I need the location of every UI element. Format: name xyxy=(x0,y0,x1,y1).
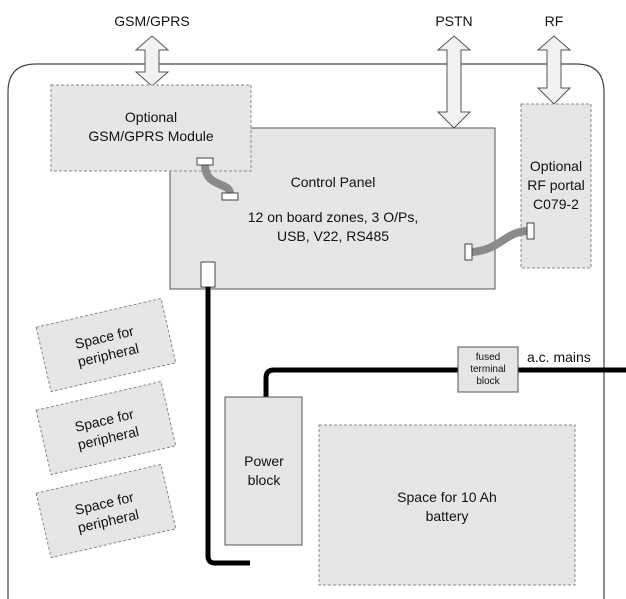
peripheral-space-1: Space for peripheral xyxy=(35,297,177,393)
rf-portal-line1: Optional xyxy=(530,158,582,174)
peripheral-space-2: Space for peripheral xyxy=(35,380,177,476)
gsm-gprs-label: GSM/GPRS xyxy=(114,13,189,29)
terminal-block-line3: block xyxy=(476,376,500,387)
rf-portal-line2: RF portal xyxy=(527,177,585,193)
rf-ribbon-cable xyxy=(464,222,535,261)
gsm-module-line2: GSM/GPRS Module xyxy=(88,128,213,144)
control-panel-features-line2: USB, V22, RS485 xyxy=(277,228,389,244)
gsm-gprs-double-arrow xyxy=(134,35,170,87)
mains-cable xyxy=(263,367,626,398)
peripheral-space-3: Space for peripheral xyxy=(35,463,177,559)
rf-portal-box xyxy=(520,103,592,269)
battery-space-box xyxy=(318,424,576,586)
fused-terminal-block xyxy=(457,346,519,393)
gsm-module-line1: Optional xyxy=(125,109,177,125)
control-panel-title: Control Panel xyxy=(291,174,376,190)
power-cable xyxy=(205,287,250,566)
pstn-arrow xyxy=(436,35,472,129)
battery-line2: battery xyxy=(426,508,469,524)
ac-mains-label: a.c. mains xyxy=(527,349,591,365)
rf-portal-line3: C079-2 xyxy=(533,196,579,212)
battery-line1: Space for 10 Ah xyxy=(397,489,497,505)
rf-label: RF xyxy=(545,13,564,29)
power-block-box xyxy=(224,396,303,546)
rf-double-arrow xyxy=(536,35,572,105)
pstn-label: PSTN xyxy=(435,13,472,29)
gsm-ribbon-cable xyxy=(196,157,239,201)
control-panel-features-line1: 12 on board zones, 3 O/Ps, xyxy=(248,209,418,225)
enclosure-outline xyxy=(7,63,605,599)
terminal-block-line2: terminal xyxy=(470,364,506,375)
power-block-line2: block xyxy=(248,472,282,488)
terminal-block-line1: fused xyxy=(476,352,500,363)
power-block-line1: Power xyxy=(244,453,284,469)
power-connector xyxy=(200,261,216,288)
gsm-module-box xyxy=(50,84,252,172)
